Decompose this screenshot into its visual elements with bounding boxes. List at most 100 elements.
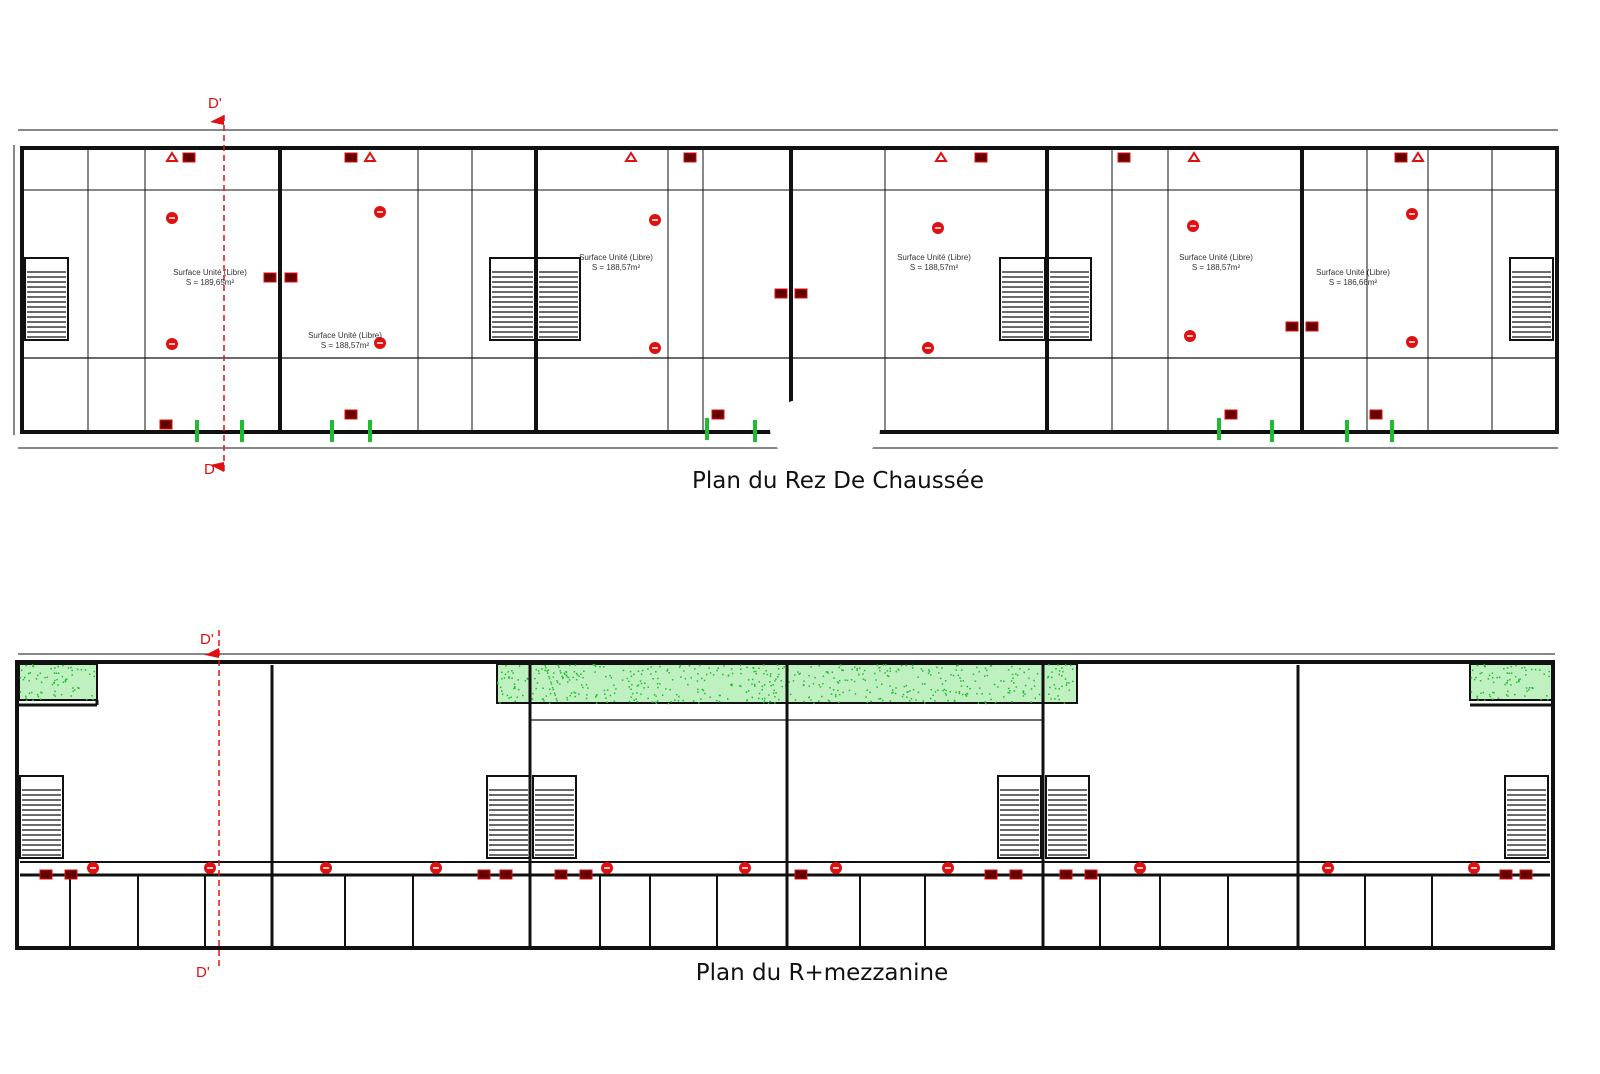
planter-dot <box>630 675 633 678</box>
planter-dot <box>575 672 578 675</box>
planter-dot <box>1514 675 1517 678</box>
planter-dot <box>603 689 606 692</box>
planter-dot <box>700 677 703 680</box>
planter-dot <box>961 693 964 696</box>
planter-dot <box>703 679 706 682</box>
planter-dot <box>700 698 702 700</box>
planter-dot <box>36 674 39 677</box>
planter-dot <box>1023 671 1025 674</box>
planter-dot <box>884 672 886 674</box>
planter-dot <box>582 676 584 679</box>
planter-dot <box>814 676 816 679</box>
planter-dot <box>25 664 27 667</box>
planter-dot <box>937 689 939 691</box>
planter-dot <box>1064 664 1067 666</box>
planter-dot <box>578 675 580 678</box>
planter-dot <box>546 670 548 672</box>
planter-dot <box>863 669 866 672</box>
planter-dot <box>1049 686 1051 689</box>
planter-dot <box>717 667 719 670</box>
planter-dot <box>858 667 861 669</box>
planter-dot <box>643 687 645 689</box>
planter-dot <box>91 694 93 697</box>
planter-dot <box>875 679 877 681</box>
planter-dot <box>536 682 539 684</box>
planter-dot <box>511 670 513 672</box>
planter-dot <box>832 689 835 691</box>
planter-dot <box>954 700 956 702</box>
planter-dot <box>943 688 946 691</box>
planter-dot <box>561 677 564 680</box>
planter-dot <box>917 676 919 678</box>
planter-dot <box>1515 681 1518 684</box>
planter-dot <box>1508 672 1511 674</box>
planter-dot <box>747 679 750 681</box>
planter-dot <box>576 674 579 676</box>
planter-dot <box>891 689 894 691</box>
planter-dot <box>677 699 680 702</box>
planter-dot <box>19 676 22 679</box>
planter-dot <box>1547 698 1549 701</box>
planter-dot <box>550 681 552 683</box>
planter-dot <box>568 679 571 681</box>
fire-extinguisher-icon <box>794 869 808 880</box>
planter-dot <box>1013 690 1016 692</box>
planter-dot <box>803 684 805 686</box>
planter-dot <box>797 671 799 673</box>
planter-dot <box>761 688 763 691</box>
planter-dot <box>698 702 700 704</box>
planter-dot <box>1030 688 1033 690</box>
planter-dot <box>1011 673 1014 676</box>
planter-dot <box>1479 679 1482 682</box>
planter-dot <box>1510 684 1512 686</box>
planter-dot <box>762 664 765 666</box>
planter-dot <box>1058 673 1061 676</box>
planter-dot <box>803 680 805 682</box>
planter-dot <box>1477 699 1479 702</box>
planter-dot <box>37 695 40 698</box>
planter-dot <box>511 677 513 679</box>
planter-dot <box>758 667 760 670</box>
planter-dot <box>679 664 682 667</box>
planter-dot <box>924 702 926 704</box>
fire-extinguisher-icon <box>683 152 697 163</box>
planter-dot <box>566 699 569 701</box>
planter-dot <box>637 684 640 686</box>
planter-dot <box>19 691 22 693</box>
planter-dot <box>537 670 540 672</box>
planter-dot <box>53 681 55 684</box>
planter-dot <box>887 675 890 678</box>
planter-dot <box>39 672 42 675</box>
planter-dot <box>1071 668 1074 670</box>
planter-dot <box>746 666 748 669</box>
planter-dot <box>1504 683 1506 686</box>
planter-dot <box>560 672 562 674</box>
planter-dot <box>574 692 577 694</box>
planter-dot <box>1054 687 1057 690</box>
planter-dot <box>906 696 908 698</box>
planter-dot <box>1057 695 1059 697</box>
planter-dot <box>1016 674 1019 676</box>
planter-dot <box>499 686 502 689</box>
planter-dot <box>833 677 835 679</box>
planter-dot <box>751 683 753 685</box>
planter-dot <box>915 699 917 701</box>
planter-dot <box>705 673 708 676</box>
planter-dot <box>1024 693 1026 695</box>
planter-dot <box>594 671 596 673</box>
planter-dot <box>911 664 914 667</box>
planter-dot <box>572 676 574 679</box>
planter-dot <box>1047 664 1050 666</box>
unit-area: S = 188,57m² <box>592 263 641 272</box>
planter-dot <box>592 664 594 666</box>
planter-dot <box>1479 672 1481 675</box>
planter-dot <box>799 672 801 675</box>
planter-dot <box>794 674 796 676</box>
planter-dot <box>606 701 608 704</box>
planter-dot <box>984 667 987 670</box>
planter-dot <box>613 692 616 694</box>
planter-dot <box>512 672 514 674</box>
planter-dot <box>895 670 898 673</box>
planter-dot <box>62 664 64 667</box>
planter-dot <box>29 672 32 674</box>
